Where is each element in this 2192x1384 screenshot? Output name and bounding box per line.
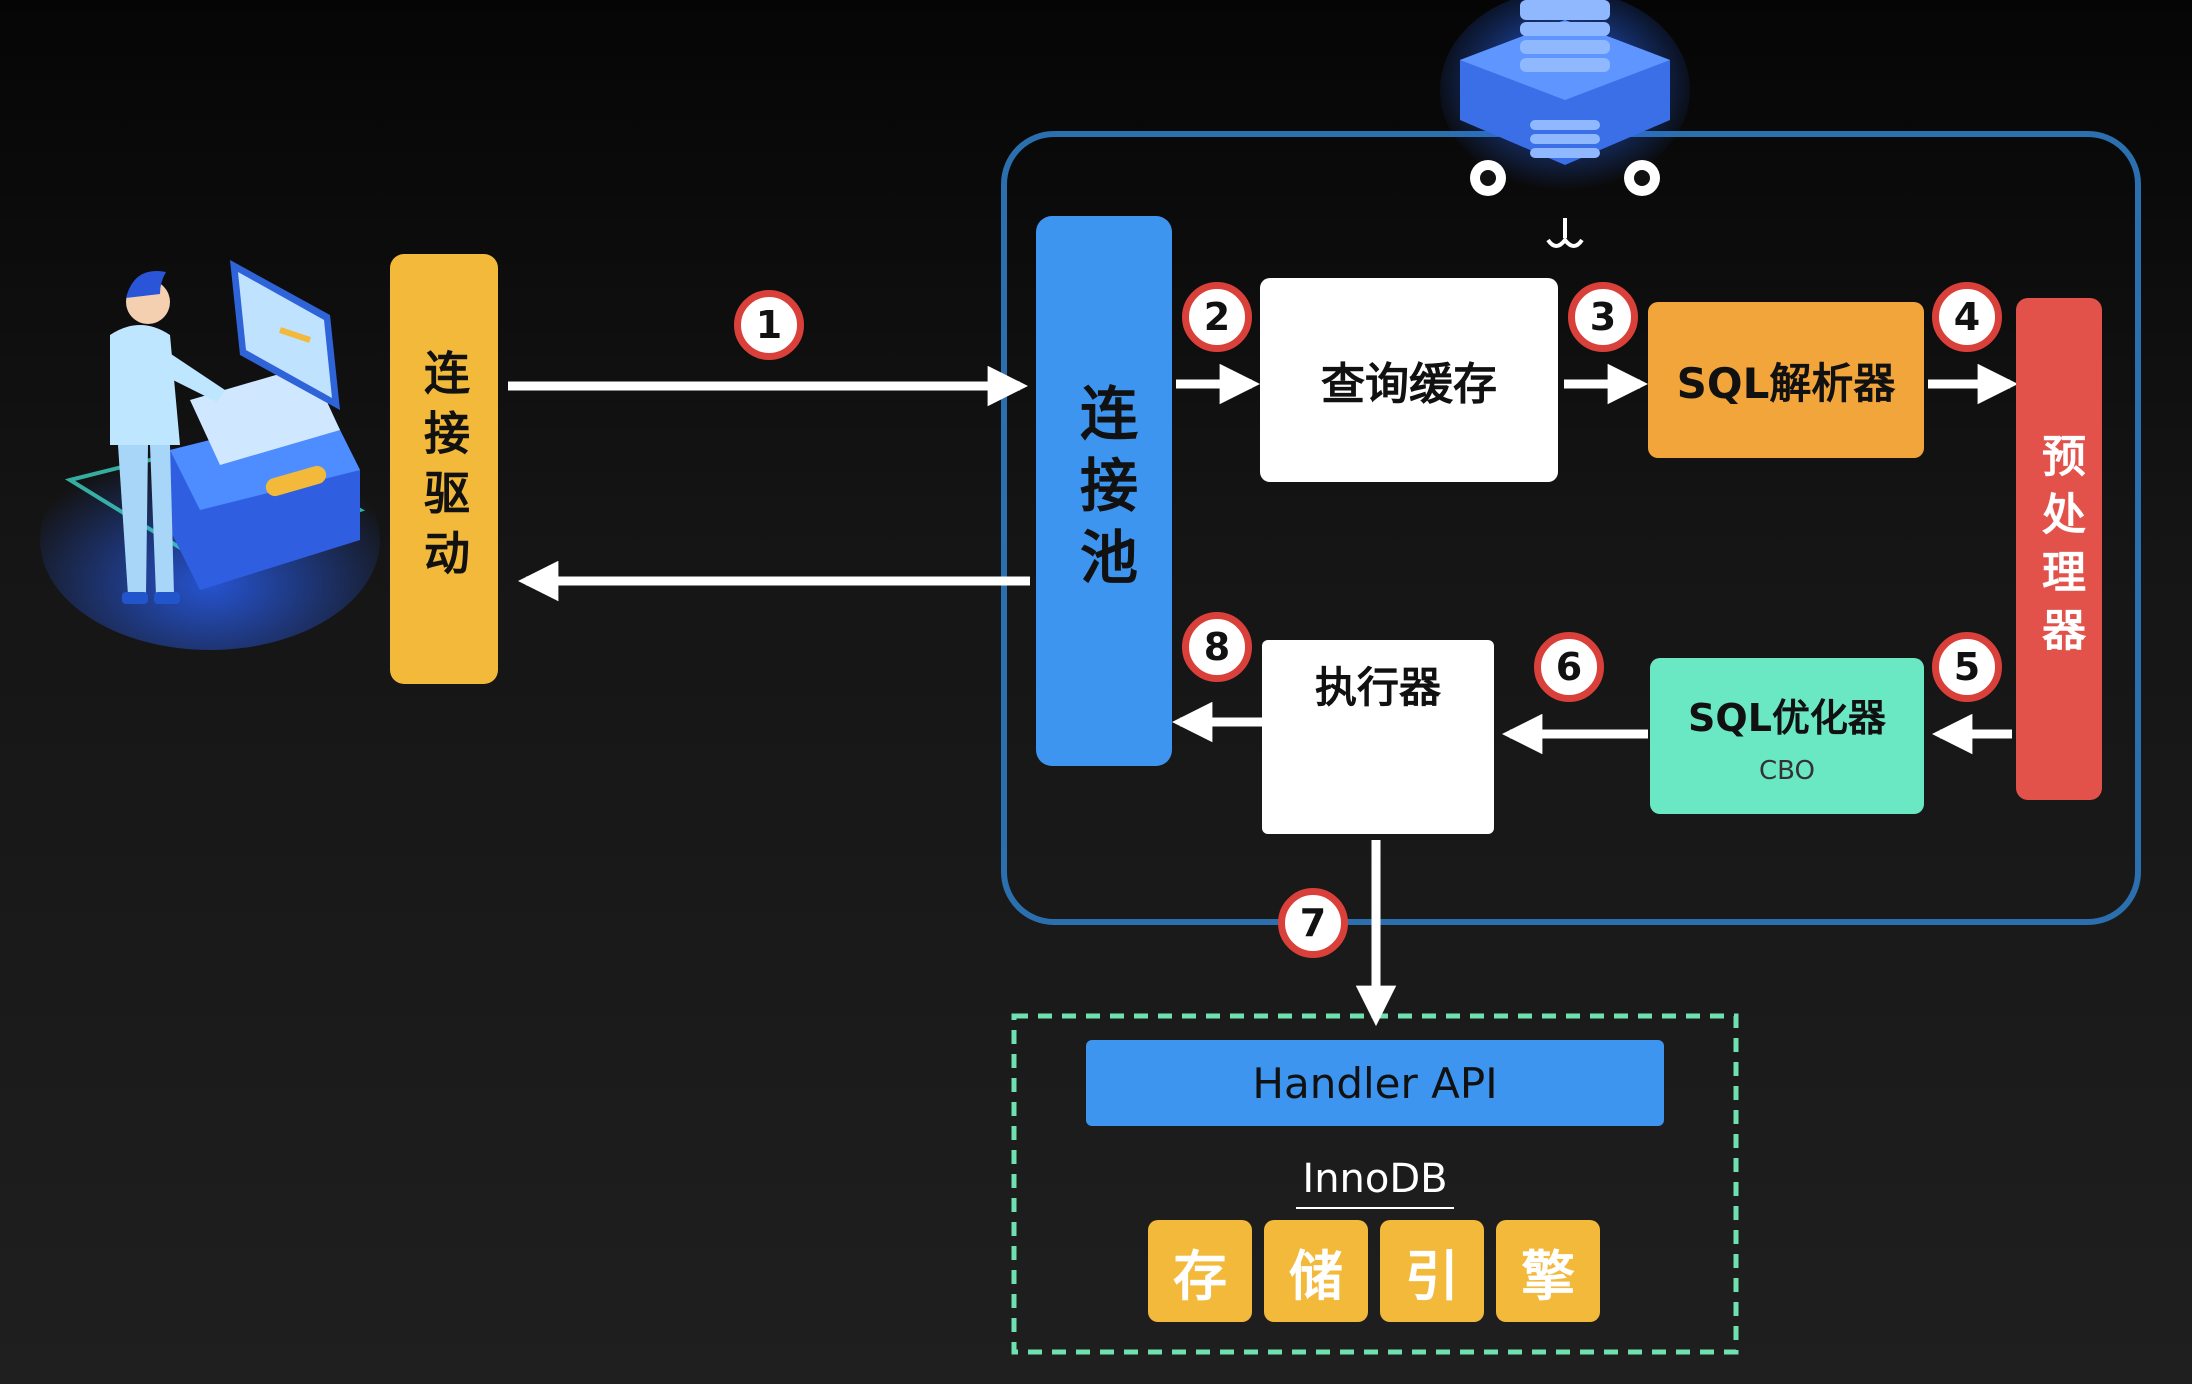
handler-api-bar: Handler API — [1086, 1040, 1664, 1126]
sql-optimizer-sublabel: CBO — [1759, 755, 1815, 786]
step-marker-5: 5 — [1932, 632, 2002, 702]
query-cache-label: 查询缓存 — [1321, 359, 1497, 410]
step-marker-3: 3 — [1568, 282, 1638, 352]
sql-optimizer-box: SQL优化器 CBO — [1650, 658, 1924, 814]
engine-char-2: 储 — [1264, 1220, 1368, 1322]
engine-char-1: 存 — [1148, 1220, 1252, 1322]
step-marker-7: 7 — [1278, 888, 1348, 958]
step-marker-1: 1 — [734, 290, 804, 360]
step-marker-6: 6 — [1534, 632, 1604, 702]
connection-driver-box: 连接驱动 — [390, 254, 498, 684]
handler-api-label: Handler API — [1252, 1058, 1498, 1108]
engine-char-3: 引 — [1380, 1220, 1484, 1322]
step-marker-8: 8 — [1182, 612, 1252, 682]
connection-driver-label: 连接驱动 — [417, 349, 471, 589]
preprocessor-label: 预处理器 — [2034, 433, 2085, 665]
step-marker-4: 4 — [1932, 282, 2002, 352]
engine-char-4: 擎 — [1496, 1220, 1600, 1322]
connection-pool-label: 连接池 — [1070, 383, 1138, 599]
executor-label: 执行器 — [1314, 663, 1441, 712]
database-mascot-icon — [1440, 0, 1690, 248]
preprocessor-box: 预处理器 — [2016, 298, 2102, 800]
query-cache-box: 查询缓存 — [1260, 278, 1558, 482]
user-laptop-illustration — [40, 260, 380, 650]
executor-box: 执行器 — [1262, 640, 1494, 834]
sql-optimizer-label: SQL优化器 — [1688, 695, 1886, 740]
sql-parser-label: SQL解析器 — [1676, 358, 1896, 408]
connection-pool-box: 连接池 — [1036, 216, 1172, 766]
innodb-label: InnoDB — [1302, 1156, 1448, 1202]
step-marker-2: 2 — [1182, 282, 1252, 352]
sql-parser-box: SQL解析器 — [1648, 302, 1924, 458]
